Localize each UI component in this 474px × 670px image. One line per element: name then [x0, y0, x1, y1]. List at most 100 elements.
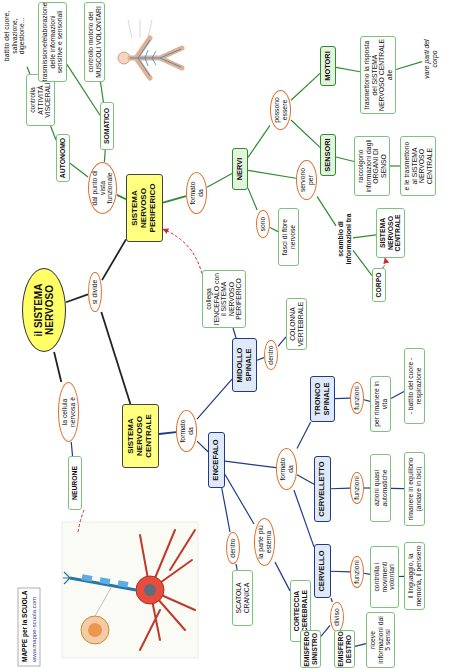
node-text: dal punto di vista funzionale [91, 167, 114, 209]
link-phrase-oval: formato da [276, 448, 297, 490]
link-phrase-oval: formato da [186, 172, 207, 214]
connector-line [297, 422, 311, 449]
connector-line [278, 337, 286, 347]
text-box: SCATOLA CRANICA [232, 570, 253, 626]
watermark-label: www.mappe-scuola.com [31, 597, 37, 662]
text-box: trasmettono la risposta del SISTEMA NERV… [360, 36, 396, 114]
text-box: controlla i movimenti volontari [370, 546, 399, 608]
node-text: controlla ATTIVITÀ VISCERALI [29, 77, 52, 123]
text-box: rimanere in equilibrio (andare in bici) [404, 452, 425, 526]
node-text: il linguaggio, la memoria, il pensiero [407, 545, 422, 607]
node-text: raccolgono informazioni dagli ORGANI DI … [357, 139, 387, 193]
text-box: - battito del cuore - respirazione [404, 348, 425, 424]
connector-line [396, 62, 422, 70]
text-box: il linguaggio, la memoria, il pensiero [404, 542, 425, 610]
node-text: SENSORI [324, 138, 332, 171]
node-text: COLONNA VERTEBRALE [289, 301, 304, 347]
connector-line [331, 488, 350, 490]
concept-box: NERVI [232, 148, 248, 190]
connector-line [248, 170, 296, 178]
connector-line [291, 120, 320, 147]
node-text: si divide [91, 280, 99, 305]
node-text: CERVELLO [318, 550, 327, 591]
node-text: sono [259, 217, 267, 232]
link-phrase-oval: funzioni [350, 472, 364, 504]
connector-line [331, 571, 350, 573]
node-text: trasmissione/elaborazione delle informaz… [41, 3, 64, 82]
node-text: azioni quasi automatiche [373, 457, 388, 519]
concept-box: MIDOLLO SPINALE [232, 338, 257, 392]
node-text: per rimanere in vita [373, 379, 388, 429]
node-text: rimanere in equilibrio (andare in bici) [407, 455, 422, 523]
dashed-arrow [163, 229, 202, 274]
node-text: controllo motorio dei MUSCOLI VOLONTARI [87, 5, 102, 79]
link-phrase-oval: possono essere [270, 90, 291, 130]
node-text: diviso [333, 608, 341, 625]
node-text: riceve informazioni dai 5 sensi [369, 615, 392, 665]
connector-line [297, 475, 314, 484]
link-phrase-oval: sono [256, 210, 270, 238]
node-text: ENCEFALO [212, 439, 221, 480]
connector-line [353, 235, 376, 238]
connector-line [336, 67, 360, 71]
node-text: il SISTEMA NERVOSO [33, 275, 55, 345]
node-text: la parte più esterna [257, 523, 272, 561]
connector-line [335, 398, 350, 400]
text-box: SOMATICO [100, 102, 114, 150]
node-text: dentro [229, 538, 237, 557]
concept-box: CERVELLO [314, 544, 331, 598]
text-note: scambio di informazioni tra [336, 208, 353, 270]
connector-line [248, 125, 270, 157]
text-box: COLONNA VERTEBRALE [286, 298, 307, 350]
connector-line [117, 195, 126, 199]
node-text: e le trasmettono al SISTEMA NERVOSO CENT… [403, 139, 433, 193]
logo-frame [18, 588, 40, 666]
connector-line [100, 82, 103, 102]
link-phrase-oval: la cellula nervosa è [58, 382, 79, 442]
text-box: per rimanere in vita [370, 376, 391, 432]
connector-line [355, 644, 366, 647]
node-text: battito del cuore, salivazione, digestio… [3, 3, 26, 69]
text-box: raccolgono informazioni dagli ORGANI DI … [354, 136, 390, 196]
text-note: battito del cuore, salivazione, digestio… [2, 2, 27, 70]
connector-line [294, 490, 314, 547]
node-text: NEURONE [71, 466, 79, 500]
connector-line [317, 196, 336, 226]
node-text: SISTEMA NERVOSO CENTRALE [127, 408, 154, 464]
text-box: e le trasmettono al SISTEMA NERVOSO CENT… [400, 136, 436, 196]
text-box: collega l'ENCEFALO con il SISTEMA NERVOS… [202, 270, 246, 328]
connector-line [391, 488, 404, 490]
node-text: scambio di informazioni tra [337, 209, 352, 269]
concept-box: ENCEFALO [208, 432, 225, 488]
connector-line [257, 358, 264, 361]
connector-line [391, 392, 404, 399]
link-phrase-oval: funzioni [350, 556, 364, 588]
node-text: MOTORI [324, 51, 332, 80]
connector-line [331, 598, 332, 602]
text-note: vare parti del corpo [422, 32, 439, 86]
node-text: possono essere [273, 95, 288, 125]
node-text: dentro [267, 345, 275, 364]
concept-box: SISTEMA NERVOSO PERIFERICO [126, 174, 163, 242]
text-box: azioni quasi automatiche [370, 454, 391, 522]
node-text: trasmettono la risposta del SISTEMA NERV… [363, 39, 393, 111]
node-text: CERVELLETTO [318, 461, 327, 516]
text-box: trasmissione/elaborazione delle informaz… [38, 2, 67, 82]
concept-box: MOTORI [320, 46, 336, 86]
connector-line [222, 488, 230, 532]
connector-line [275, 562, 290, 591]
node-text: controlla i movimenti volontari [373, 549, 396, 605]
connector-line [54, 352, 61, 382]
connector-line [159, 432, 176, 434]
connector-line [101, 312, 130, 404]
connector-line [102, 239, 126, 280]
body-nerves-illustration [118, 20, 182, 78]
node-text: fasci di fibre nervose [281, 211, 296, 263]
connector-line [71, 442, 72, 456]
connector-line [390, 165, 400, 166]
text-box: controllo motorio dei MUSCOLI VOLONTARI [84, 2, 105, 82]
node-text: funzioni [353, 386, 361, 409]
text-box: EMISFERO SINISTRO [300, 630, 321, 668]
connector-line [66, 294, 88, 302]
node-text: formato da [179, 415, 194, 447]
